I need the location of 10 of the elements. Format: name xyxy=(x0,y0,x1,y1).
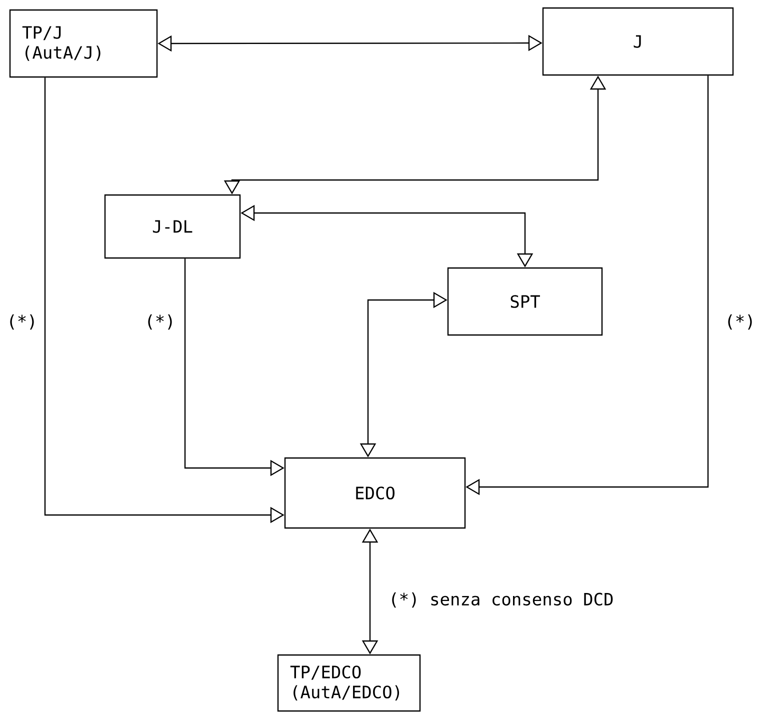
edge-label: (*) xyxy=(6,313,38,331)
process-box: TP/EDCO (AutA/EDCO) xyxy=(277,654,421,712)
process-box: EDCO xyxy=(284,457,466,529)
process-box: SPT xyxy=(447,267,603,336)
edge-label: (*) xyxy=(144,313,176,331)
process-box: TP/J (AutA/J) xyxy=(9,9,158,78)
process-box: J xyxy=(542,7,734,76)
note: (*) senza consenso DCD xyxy=(392,592,613,608)
edge-label: (*) xyxy=(724,313,756,331)
process-box: J-DL xyxy=(104,194,241,259)
